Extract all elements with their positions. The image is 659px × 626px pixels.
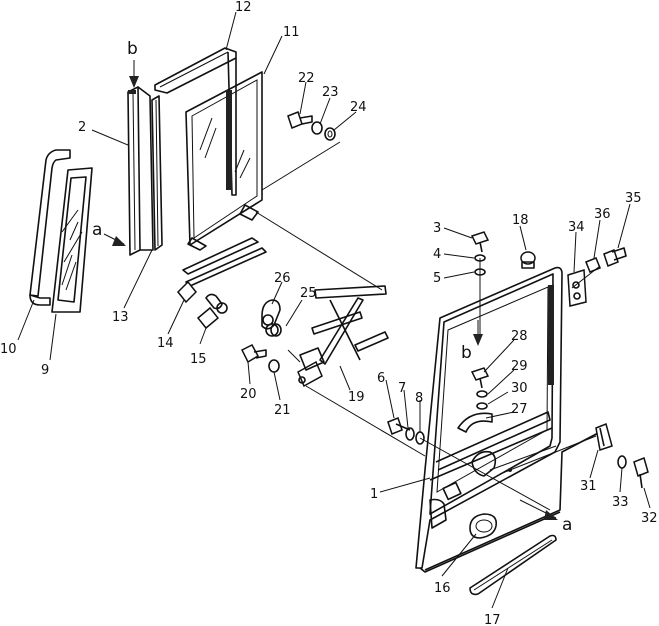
callout-15: 15	[190, 352, 207, 367]
callout-16: 16	[434, 581, 451, 596]
callout-22: 22	[298, 71, 315, 86]
part-21-washer	[268, 359, 280, 373]
callout-28: 28	[511, 329, 528, 344]
callout-24: 24	[350, 100, 367, 115]
part-27-arc-seal	[457, 412, 493, 433]
part-26-handle-bracket	[261, 299, 281, 337]
callout-9: 9	[41, 363, 49, 378]
callout-10: 10	[0, 342, 17, 357]
part-28-screw	[470, 367, 490, 389]
callout-27: 27	[511, 402, 528, 417]
part-36-washer	[585, 257, 601, 273]
ref-arrow-b-door: b	[461, 320, 483, 363]
part-24-washer	[324, 127, 336, 141]
part-12-weatherstrip	[154, 47, 237, 196]
callout-11: 11	[283, 25, 300, 40]
leader-lines	[17, 11, 651, 609]
part-9-fixed-glass	[51, 167, 93, 313]
part-3-screw	[470, 231, 490, 253]
part-10-window-seal	[29, 149, 71, 306]
callout-34: 34	[568, 220, 585, 235]
callout-29: 29	[511, 359, 528, 374]
part-30-washer	[476, 402, 488, 410]
callout-36: 36	[594, 207, 611, 222]
ref-arrow-a-right: a	[519, 499, 572, 535]
part-2-channel	[127, 86, 154, 256]
callout-30: 30	[511, 381, 528, 396]
callout-2: 2	[78, 120, 86, 135]
callout-21: 21	[274, 403, 291, 418]
part-20-bolt	[240, 344, 267, 364]
part-31-latch-block	[595, 422, 613, 451]
callout-35: 35	[625, 191, 642, 206]
callout-32: 32	[641, 511, 658, 526]
part-15-latch	[196, 293, 228, 330]
part-23-washer	[311, 121, 323, 135]
part-25-washer	[270, 323, 282, 337]
callout-8: 8	[415, 391, 423, 406]
callout-18: 18	[512, 213, 529, 228]
part-19-regulator	[297, 285, 389, 388]
callout-31: 31	[580, 479, 597, 494]
ref-letter-b-door: b	[461, 343, 472, 363]
callout-19: 19	[348, 390, 365, 405]
callout-5: 5	[433, 271, 441, 286]
ref-arrow-a-left: a	[92, 220, 126, 246]
callout-12: 12	[235, 0, 252, 15]
callout-1: 1	[370, 487, 378, 502]
callout-17: 17	[484, 613, 501, 626]
callout-33: 33	[612, 495, 629, 510]
callout-13: 13	[112, 310, 129, 325]
part-11-glass-panel	[185, 71, 263, 251]
part-22-bolt	[287, 111, 313, 129]
callout-4: 4	[433, 247, 441, 262]
part-34-hinge-plate	[567, 268, 587, 307]
ref-letter-a-right: a	[562, 515, 572, 535]
part-35-bolt	[603, 247, 627, 267]
part-33-washer	[617, 455, 627, 469]
callout-7: 7	[398, 381, 406, 396]
part-18-stopper	[520, 251, 536, 269]
ref-letter-b-top: b	[127, 39, 138, 59]
part-17-handle-bar	[469, 534, 557, 596]
callout-6: 6	[377, 371, 385, 386]
ref-letter-a-left: a	[92, 220, 102, 240]
callout-3: 3	[433, 221, 441, 236]
callout-26: 26	[274, 271, 291, 286]
part-7-washer	[405, 427, 415, 441]
callout-14: 14	[157, 336, 174, 351]
part-29-washer	[476, 390, 488, 398]
part-14-guide-rail	[176, 237, 267, 304]
callout-20: 20	[240, 387, 257, 402]
callout-23: 23	[322, 85, 339, 100]
ref-arrow-b-top: b	[127, 39, 139, 88]
part-16-handle-cup	[469, 513, 498, 539]
callout-25: 25	[300, 286, 317, 301]
assembly-lines	[255, 141, 601, 511]
part-32-bolt	[633, 456, 649, 489]
part-13-seal-strip	[151, 95, 163, 251]
